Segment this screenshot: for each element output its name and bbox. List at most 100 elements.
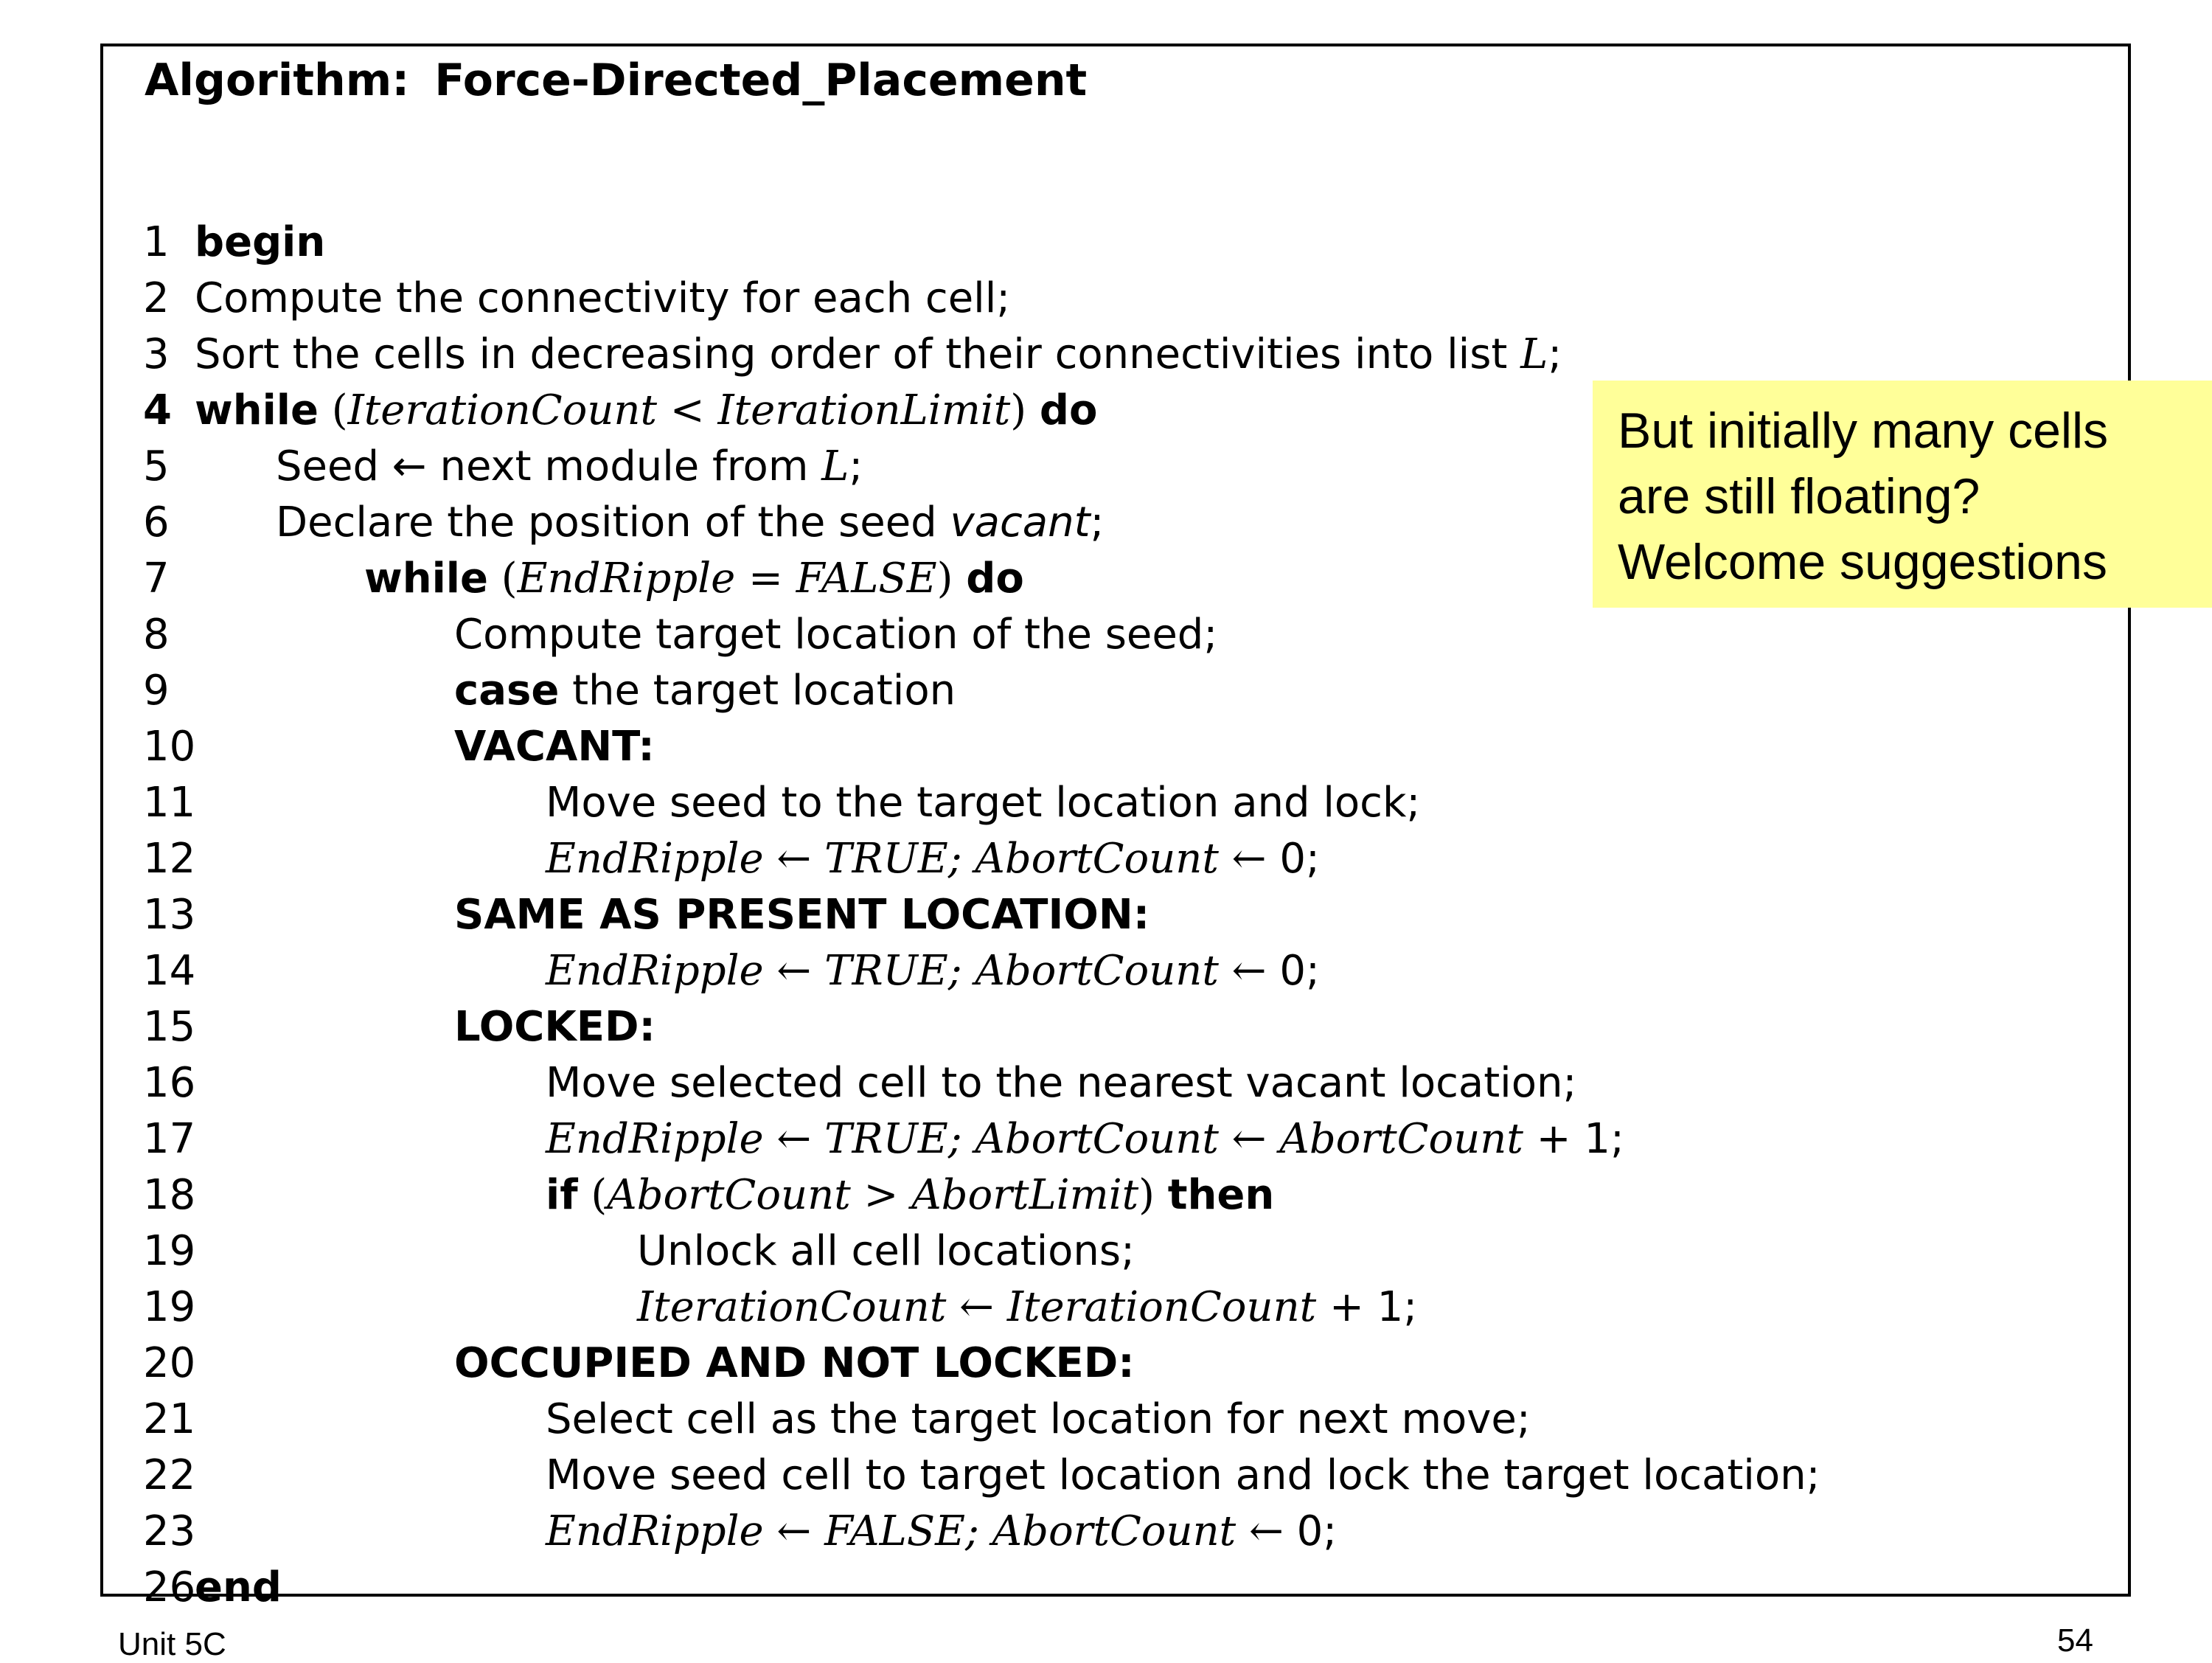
algorithm-line: 17 EndRipple ← TRUE; AbortCount ← AbortCo… [143,1111,1624,1167]
line-number: 5 [143,442,170,490]
algorithm-title-prefix: Algorithm: [145,55,410,106]
callout-line: are still floating? [1618,468,1980,524]
line-text: Move seed cell to target location and lo… [546,1451,1820,1499]
line-tail: + 1; [1316,1283,1418,1331]
paren-close: ) [1138,1171,1168,1219]
line-tail: 0; [1266,947,1320,995]
line-number: 23 [143,1507,196,1555]
line-tail: ; [849,442,863,490]
algorithm-title: Algorithm: Force-Directed_Placement [145,58,1087,103]
keyword: while [364,555,488,603]
line-number: 1 [143,218,170,266]
line-tail: ; [1090,499,1105,546]
math-expression: EndRipple ← FALSE; AbortCount ← [546,1507,1284,1555]
math-expression: AbortCount > AbortLimit [607,1171,1139,1219]
case-label: VACANT: [454,723,655,771]
line-number: 3 [143,330,170,378]
line-text: Seed ← next module from [276,442,822,490]
math-expression: L [1520,330,1548,378]
line-text: Compute target location of the seed; [454,611,1218,659]
algorithm-box: Algorithm: Force-Directed_Placement 1 begi… [100,44,2131,1611]
callout-line: But initially many cells [1618,403,2109,459]
math-expression: EndRipple = FALSE [517,555,937,603]
line-number: 12 [143,835,196,883]
line-number: 6 [143,499,170,546]
algorithm-line: 16 Move selected cell to the nearest vaca… [143,1055,1576,1111]
line-number: 17 [143,1115,196,1163]
line-number: 21 [143,1395,196,1443]
algorithm-line: 7 while (EndRipple = FALSE) do [143,551,1024,607]
line-number: 13 [143,891,196,939]
keyword: begin [195,218,326,266]
line-number: 19 [143,1283,196,1331]
math-expression: IterationCount < IterationLimit [347,386,1011,434]
keyword: do [1039,386,1098,434]
math-expression: IterationCount ← IterationCount [637,1283,1317,1331]
keyword: while [195,386,319,434]
algorithm-line: 19 IterationCount ← IterationCount + 1; [143,1280,1417,1336]
algorithm-line: 10 VACANT: [143,719,655,775]
line-number: 2 [143,274,170,322]
algorithm-line: 4 while (IterationCount < IterationLimit)… [143,383,1097,439]
callout-line: Welcome suggestions [1618,534,2107,590]
keyword: then [1167,1171,1275,1219]
line-number: 22 [143,1451,196,1499]
case-label: OCCUPIED AND NOT LOCKED: [454,1339,1135,1387]
line-number: 15 [143,1003,196,1051]
algorithm-line: 1 begin [143,215,325,271]
algorithm-line: 8 Compute target location of the seed; [143,607,1217,663]
algorithm-line: 20 OCCUPIED AND NOT LOCKED: [143,1336,1135,1392]
line-tail: ; [1548,330,1562,378]
line-number: 20 [143,1339,196,1387]
paren-open: ( [318,386,348,434]
paren-open: ( [487,555,518,603]
line-text: Move seed to the target location and loc… [546,779,1421,827]
line-text: Declare the position of the seed [276,499,950,546]
line-number: 10 [143,723,196,771]
line-number: 26 [143,1563,196,1611]
keyword: do [966,555,1024,603]
math-expression: EndRipple ← TRUE; AbortCount ← [546,947,1267,995]
emphasis-text: vacant [950,499,1091,546]
math-expression: EndRipple ← TRUE; AbortCount ← AbortCoun… [546,1115,1523,1163]
algorithm-line: 12 EndRipple ← TRUE; AbortCount ← 0; [143,831,1320,887]
math-expression: EndRipple ← TRUE; AbortCount ← [546,835,1267,883]
line-number: 7 [143,555,170,603]
line-text: Sort the cells in decreasing order of th… [195,330,1521,378]
line-number: 11 [143,779,196,827]
line-tail: 0; [1266,835,1320,883]
line-text: Unlock all cell locations; [637,1227,1135,1275]
paren-close: ) [936,555,967,603]
line-number: 8 [143,611,170,659]
math-expression: L [821,442,849,490]
algorithm-line: 11 Move seed to the target location and l… [143,775,1420,831]
page-number: 54 [2057,1622,2093,1659]
footer-unit-label: Unit 5C [118,1626,226,1662]
line-number: 4 [143,386,172,434]
paren-open: ( [577,1171,608,1219]
line-text: Compute the connectivity for each cell; [195,274,1011,322]
line-tail: + 1; [1523,1115,1624,1163]
algorithm-line: 3 Sort the cells in decreasing order of t… [143,327,1562,383]
line-tail: 0; [1283,1507,1338,1555]
algorithm-line: 26end [143,1560,282,1616]
algorithm-line: 23 EndRipple ← FALSE; AbortCount ← 0; [143,1504,1337,1560]
algorithm-line: 5 Seed ← next module from L; [143,439,863,495]
callout-note: But initially many cells are still float… [1593,381,2212,608]
line-number: 9 [143,667,170,715]
line-number: 16 [143,1059,196,1107]
line-number: 19 [143,1227,196,1275]
algorithm-line: 22 Move seed cell to target location and … [143,1448,1820,1504]
paren-close: ) [1010,386,1040,434]
keyword: if [546,1171,578,1219]
algorithm-line: 6 Declare the position of the seed vacant… [143,495,1104,551]
line-text: Move selected cell to the nearest vacant… [546,1059,1577,1107]
keyword: case [454,667,560,715]
algorithm-title-name: Force-Directed_Placement [434,55,1088,106]
